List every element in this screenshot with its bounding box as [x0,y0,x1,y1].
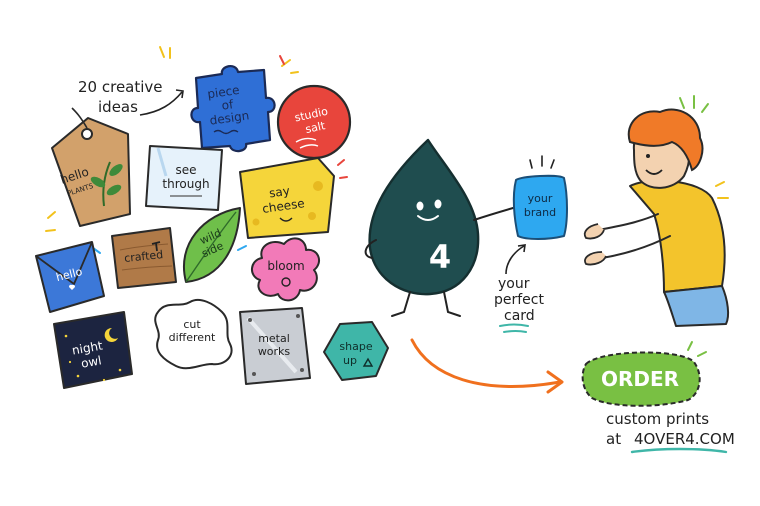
perfect-card-caption: your perfect card [494,244,544,333]
sparkle-accents [45,46,299,232]
card-cut-different: cut different [154,298,233,370]
person-jeans [663,285,730,327]
card-envelope: hello [35,241,105,313]
mascot-left-leg [391,291,411,317]
ideas-arrow [139,91,183,116]
ideas-line2: ideas [98,98,138,116]
order-button[interactable]: ORDER [581,341,707,407]
person-hand [584,251,607,266]
bloom-text: bloom [267,259,304,273]
plant-leaf-icon [90,176,106,188]
emphasis-lines [529,155,555,169]
cut-text-different: different [169,331,216,344]
plant-leaf-icon [109,164,123,176]
metal-text-works: works [258,345,291,358]
ideas-caption: 20 creative ideas [78,78,184,116]
joy-lines [679,95,709,113]
flower-icon [281,277,291,287]
card-puzzle-piece: piece of design [190,65,276,153]
see-text-see: see [175,163,196,177]
person-illustration [583,95,730,327]
person-hand [583,223,605,240]
cheese-hole-icon [313,181,323,191]
studio-text-salt: salt [304,119,327,136]
mascot-right-leg [443,291,461,317]
crafted-text: crafted [124,248,164,265]
mascot-smile [417,215,439,221]
order-label: ORDER [601,367,679,391]
cheese-text-say: say [268,184,290,201]
hammer-icon [151,241,161,252]
sparkle-accents-red [279,55,348,179]
cta-text: custom prints at 4OVER4.COM [606,410,735,454]
card-metal-works: metal works [239,307,311,385]
see-text-through: through [162,177,209,191]
mascot-eye [416,201,424,211]
puzzle-text-piece: piece [206,83,240,101]
mascot-left-arm [364,239,377,259]
card-see-through: see through [145,145,223,211]
shape-text-shape: shape [339,340,372,353]
mascot-eye [434,199,442,209]
person-arm [601,235,671,259]
card-hang-tag: hello PLANTS [51,107,131,227]
wave-doodle-icon [213,129,239,135]
card-bloom: bloom [251,237,321,302]
cta-website-link[interactable]: 4OVER4.COM [634,430,735,448]
person-arm [597,213,659,231]
plant-leaf-icon [106,184,122,196]
order-arrow [410,338,564,394]
night-text-night: night [71,338,104,357]
heart-icon [68,284,76,290]
card-your-brand: your brand [512,155,568,240]
cta-line2-prefix: at [606,430,621,448]
triangle-icon [362,357,374,367]
person-shirt [629,179,726,293]
brand-text-your: your [528,192,553,205]
card-say-cheese: say cheese [239,157,335,239]
website-underline [630,447,728,454]
order-sparkles [687,341,707,357]
person-smile [645,169,663,175]
cheese-hole-icon [308,212,316,220]
cta-line1: custom prints [606,410,709,428]
moon-icon [104,327,118,342]
caption-line3: card [504,308,535,324]
metal-text-metal: metal [258,332,290,345]
caption-arrow [505,245,525,275]
card-wild-side: wild side [183,207,241,283]
card-shape-up: shape up [323,321,389,381]
shape-text-up: up [343,354,357,367]
puzzle-text-of: of [221,97,235,113]
mascot-number: 4 [429,238,451,276]
card-night-owl: night owl [53,311,133,389]
mascot-ink-drop: 4 [364,138,521,317]
puzzle-text-design: design [209,108,250,127]
ideas-arrow-head [175,89,184,99]
smile-icon [279,217,293,222]
person-hair [627,108,704,172]
person-eye [646,154,650,158]
joy-lines-yellow [715,181,729,199]
salt-wave-icon [295,137,319,149]
star-icons [64,334,122,382]
card-studio-salt: studio salt [276,84,352,160]
caption-line2: perfect [494,292,544,308]
caption-line1: your [498,276,530,292]
cheese-hole-icon [252,218,260,226]
night-text-owl: owl [80,353,103,370]
brand-text-brand: brand [524,206,556,219]
envelope-text-hello: hello [55,265,84,284]
cheese-text-cheese: cheese [261,196,305,216]
card-crafted: crafted [111,227,177,289]
ideas-line1: 20 creative [78,78,163,96]
cut-text-cut: cut [183,318,201,331]
